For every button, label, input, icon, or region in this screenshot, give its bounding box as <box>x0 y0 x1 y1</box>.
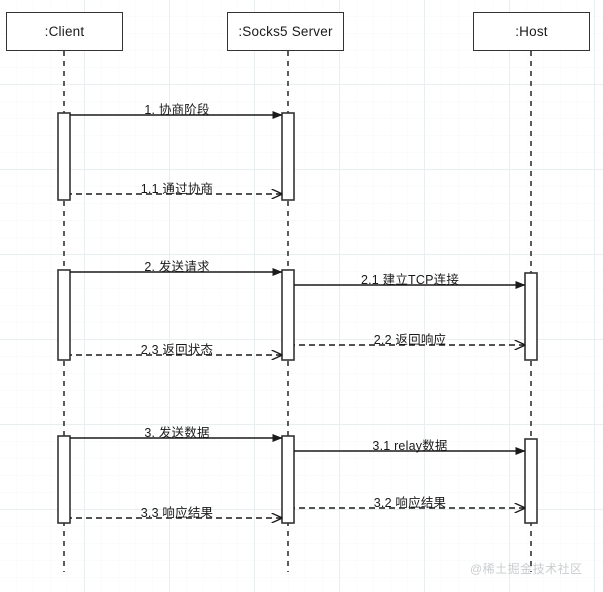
activation-bar-server-1 <box>281 112 295 201</box>
message-label-m1: 1. 协商阶段 <box>144 103 210 117</box>
lifeline-box-host[interactable]: :Host <box>473 12 590 51</box>
message-label-m2: 2. 发送请求 <box>144 260 210 274</box>
message-arrows <box>70 111 526 518</box>
activation-bar-host-4 <box>524 272 538 361</box>
message-label-m2_1: 2.1 建立TCP连接 <box>360 273 460 287</box>
lifeline-label-server: :Socks5 Server <box>238 24 333 39</box>
lifeline-box-client[interactable]: :Client <box>6 12 123 51</box>
activation-bar-client-5 <box>57 435 71 524</box>
message-label-m3_2: 3.2 响应结果 <box>373 496 447 510</box>
lifeline-label-host: :Host <box>515 24 548 39</box>
activation-bar-client-2 <box>57 269 71 361</box>
lifeline-dashes <box>63 51 532 572</box>
activation-bar-host-7 <box>524 438 538 524</box>
lifeline-label-client: :Client <box>44 24 85 39</box>
message-label-m3_1: 3.1 relay数据 <box>372 439 448 453</box>
activation-bar-server-6 <box>281 435 295 524</box>
message-label-m2_3: 2.3 返回状态 <box>140 343 214 357</box>
activation-bars <box>57 112 538 524</box>
message-label-m3: 3. 发送数据 <box>144 426 210 440</box>
message-label-m2_2: 2.2 返回响应 <box>373 333 447 347</box>
message-label-m3_3: 3.3 响应结果 <box>140 506 214 520</box>
activation-bar-client-0 <box>57 112 71 201</box>
lifeline-box-server[interactable]: :Socks5 Server <box>227 12 344 51</box>
watermark: @稀土掘金技术社区 <box>470 562 583 576</box>
message-label-m1_1: 1.1 通过协商 <box>140 182 214 196</box>
activation-bar-server-3 <box>281 269 295 361</box>
